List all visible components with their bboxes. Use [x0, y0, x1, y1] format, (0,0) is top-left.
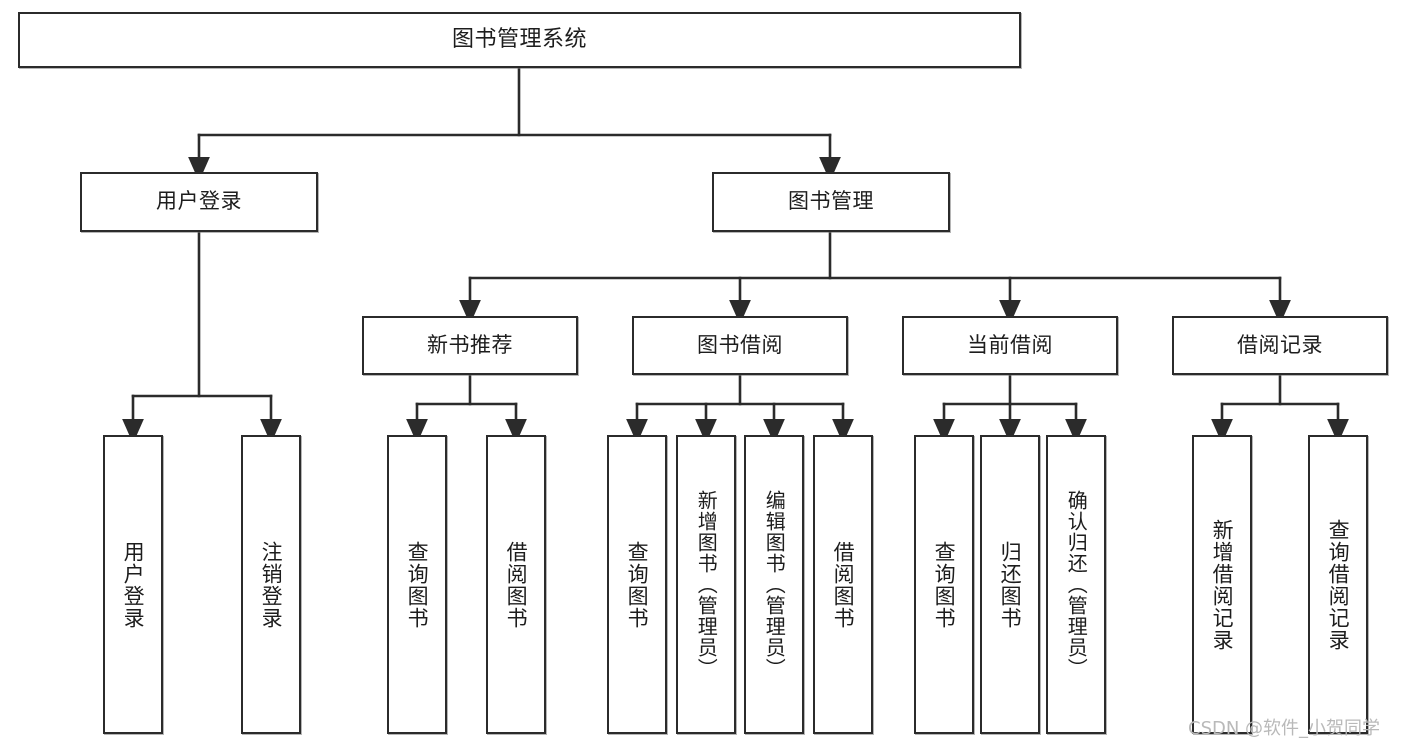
node-leaf-confirm-return-label: 确认归还（管理员）: [1064, 490, 1089, 679]
node-leaf-return-book[interactable]: 归还图书: [980, 435, 1040, 734]
node-root[interactable]: 图书管理系统: [18, 12, 1021, 68]
node-leaf-borrow-book-rec[interactable]: 借阅图书: [486, 435, 546, 734]
node-current-borrow-label: 当前借阅: [967, 332, 1053, 357]
node-leaf-query-book-borrow-label: 查询图书: [625, 540, 650, 629]
node-leaf-user-login-label: 用户登录: [121, 540, 146, 629]
node-root-label: 图书管理系统: [451, 26, 587, 52]
node-new-book-recommend-label: 新书推荐: [427, 332, 513, 357]
node-user-login[interactable]: 用户登录: [80, 172, 318, 232]
node-leaf-query-book-rec[interactable]: 查询图书: [387, 435, 447, 734]
node-new-book-recommend[interactable]: 新书推荐: [362, 316, 578, 375]
node-leaf-user-login[interactable]: 用户登录: [103, 435, 163, 734]
node-leaf-query-book-current[interactable]: 查询图书: [914, 435, 974, 734]
watermark-text: CSDN @软件_小贺同学: [1188, 718, 1381, 739]
node-current-borrow[interactable]: 当前借阅: [902, 316, 1118, 375]
node-leaf-logout-login[interactable]: 注销登录: [241, 435, 301, 734]
node-leaf-edit-book[interactable]: 编辑图书（管理员）: [744, 435, 804, 734]
node-book-borrow[interactable]: 图书借阅: [632, 316, 848, 375]
node-leaf-query-record-label: 查询借阅记录: [1326, 518, 1351, 651]
node-leaf-add-record[interactable]: 新增借阅记录: [1192, 435, 1252, 734]
node-leaf-query-book-rec-label: 查询图书: [405, 540, 430, 629]
node-leaf-borrow-book-rec-label: 借阅图书: [504, 540, 529, 629]
node-leaf-borrow-book-label: 借阅图书: [831, 540, 856, 629]
node-leaf-borrow-book[interactable]: 借阅图书: [813, 435, 873, 734]
node-book-management-label: 图书管理: [788, 189, 874, 214]
node-borrow-record[interactable]: 借阅记录: [1172, 316, 1388, 375]
node-leaf-add-record-label: 新增借阅记录: [1210, 518, 1235, 651]
node-user-login-label: 用户登录: [156, 189, 242, 214]
node-leaf-query-book-borrow[interactable]: 查询图书: [607, 435, 667, 734]
node-leaf-query-book-current-label: 查询图书: [932, 540, 957, 629]
node-leaf-add-book-label: 新增图书（管理员）: [694, 490, 719, 679]
node-leaf-confirm-return[interactable]: 确认归还（管理员）: [1046, 435, 1106, 734]
node-borrow-record-label: 借阅记录: [1237, 332, 1323, 357]
node-leaf-logout-login-label: 注销登录: [259, 540, 284, 629]
node-leaf-add-book[interactable]: 新增图书（管理员）: [676, 435, 736, 734]
node-book-borrow-label: 图书借阅: [697, 332, 783, 357]
node-leaf-edit-book-label: 编辑图书（管理员）: [762, 490, 787, 679]
node-book-management[interactable]: 图书管理: [712, 172, 950, 232]
node-leaf-query-record[interactable]: 查询借阅记录: [1308, 435, 1368, 734]
node-leaf-return-book-label: 归还图书: [998, 540, 1023, 629]
